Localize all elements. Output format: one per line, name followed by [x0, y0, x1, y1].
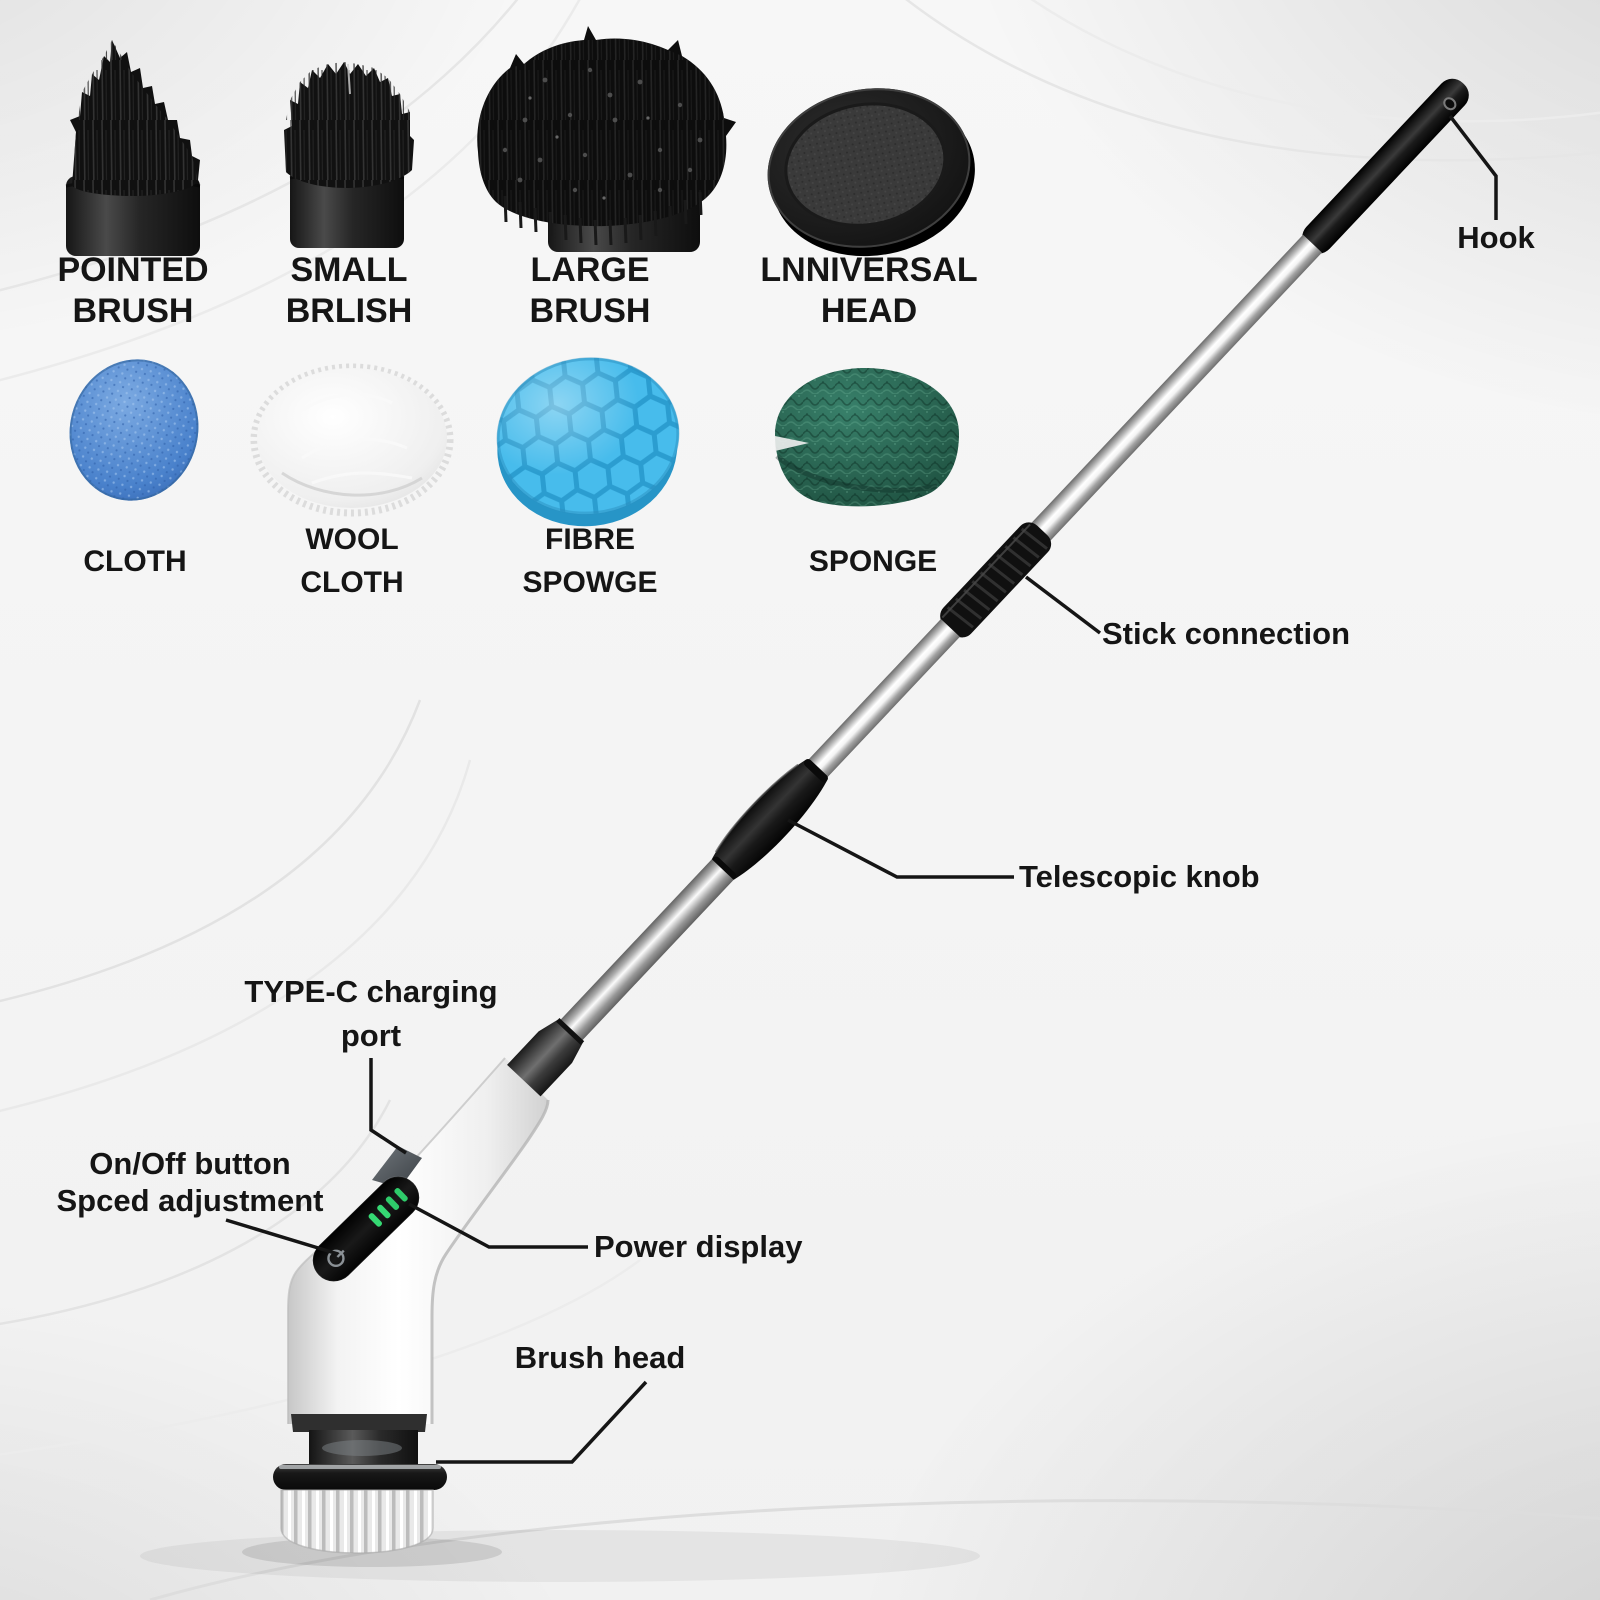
callout-typec-port: TYPE-C charging port [211, 970, 531, 1058]
telescopic-knob-grip [711, 759, 828, 880]
typec-port-cover [372, 1146, 422, 1188]
callout-text: Telescopic knob [1019, 859, 1260, 894]
callout-text: TYPE-C charging [244, 974, 498, 1009]
label-line: CLOTH [300, 566, 404, 599]
power-display-leader-line [408, 1202, 588, 1249]
pole-lower-tube [552, 859, 734, 1049]
label-line: SPOWGE [522, 566, 658, 599]
hook-leader-line [1448, 114, 1498, 220]
telescopic-pole [507, 78, 1469, 1097]
label-line: HEAD [820, 292, 918, 330]
callout-text: port [340, 1018, 402, 1053]
callout-text: Brush head [514, 1340, 686, 1375]
brush-head-leader-line [436, 1380, 648, 1464]
stick-connection-grip [940, 522, 1052, 638]
callout-hook: Hook [1396, 221, 1596, 255]
label-large-brush: LARGE BRUSH [470, 250, 710, 332]
callout-text: Stick connection [1102, 616, 1351, 651]
callout-text: Hook [1457, 220, 1535, 255]
pole-mid-tube [805, 619, 960, 781]
label-line: SMALL [290, 251, 408, 289]
control-panel [312, 1175, 420, 1283]
wool-cloth-image [250, 363, 454, 517]
power-display-leds [368, 1187, 408, 1227]
label-line: LARGE [530, 251, 650, 289]
large-brush-image [477, 26, 736, 252]
onoff-leader-line [225, 1218, 339, 1256]
hook-cap [1302, 78, 1469, 254]
label-line: BRLISH [285, 292, 413, 330]
handle-body [288, 1058, 548, 1424]
label-line: POINTED [57, 251, 209, 289]
label-line: BRUSH [529, 292, 651, 330]
callout-onoff-button: On/Off button Spced adjustment [10, 1145, 370, 1219]
label-line: CLOTH [83, 544, 187, 578]
callout-text: On/Off button [89, 1146, 291, 1181]
label-line: FIBRE [545, 523, 635, 556]
callout-text: Power display [594, 1229, 803, 1264]
callout-stick-connection: Stick connection [1102, 617, 1442, 651]
label-fibre-sponge: FIBRE SPOWGE [470, 518, 710, 604]
callout-telescopic-knob: Telescopic knob [1019, 860, 1359, 894]
label-small-brush: SMALL BRLISH [229, 250, 469, 332]
label-sponge: SPONGE [753, 518, 993, 604]
pole-collar [507, 1019, 583, 1097]
callout-brush-head: Brush head [450, 1341, 750, 1375]
label-pointed-brush: POINTED BRUSH [13, 250, 253, 332]
stick-connection-leader-line [1024, 575, 1102, 635]
callout-power-display: Power display [594, 1230, 894, 1264]
hook-hole [1443, 97, 1457, 111]
fibre-sponge-image [496, 357, 680, 527]
label-universal-head: LNNIVERSAL HEAD [749, 250, 989, 332]
neck-band [291, 1414, 427, 1432]
telescopic-knob-leader-line [787, 818, 1014, 879]
universal-head-image [767, 88, 975, 257]
spin-disc [273, 1464, 447, 1490]
label-cloth: CLOTH [15, 518, 255, 604]
callout-text: Spced adjustment [56, 1183, 324, 1218]
cloth-image [69, 359, 199, 501]
brush-head-assembly [140, 1414, 980, 1582]
label-line: BRUSH [72, 292, 194, 330]
white-bristles [281, 1490, 433, 1553]
label-line: SPONGE [808, 544, 938, 578]
small-brush-image [284, 62, 414, 248]
pole-upper-tube [1031, 234, 1322, 541]
label-line: LNNIVERSAL [760, 251, 978, 289]
typec-leader-line [369, 1058, 407, 1155]
label-line: WOOL [305, 523, 399, 556]
pointed-brush-image [65, 40, 201, 256]
sponge-image [775, 368, 959, 507]
label-wool-cloth: WOOL CLOTH [232, 518, 472, 604]
